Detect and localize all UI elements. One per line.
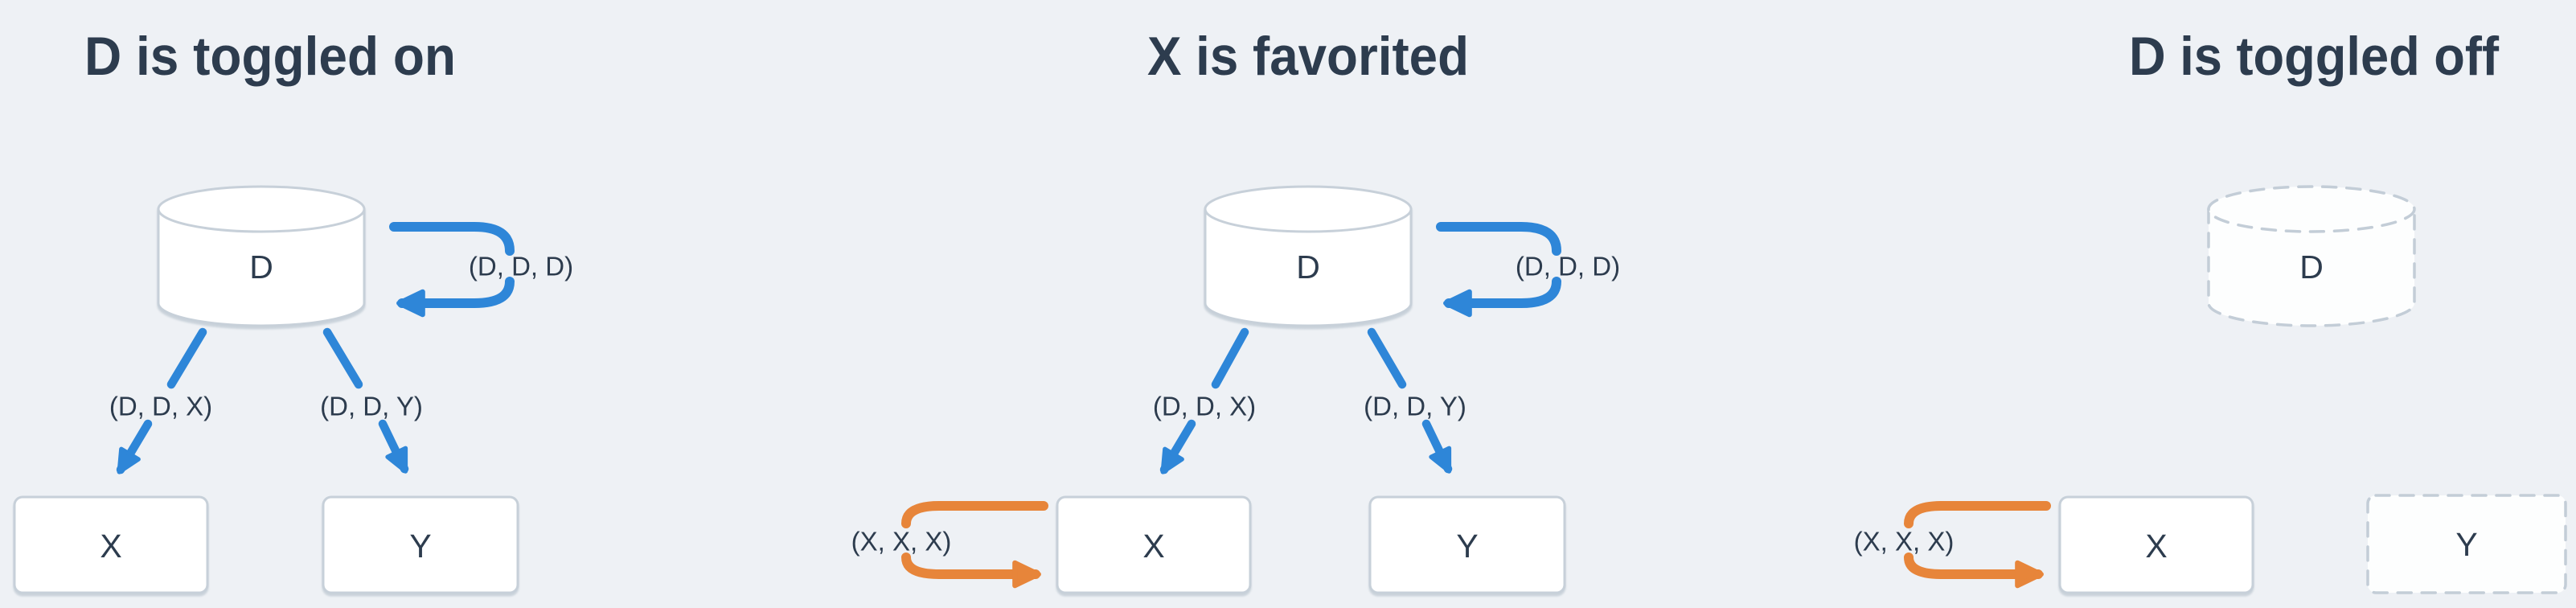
edge-d-to-x: (D, D, X) xyxy=(1153,327,1256,474)
node-box-y xyxy=(322,495,519,594)
edge-d-x-arrow xyxy=(1159,419,1196,474)
node-label-x: X xyxy=(100,528,121,565)
panel-d-toggled-off: D is toggled off D (X, X, X) X Y xyxy=(1854,26,2567,594)
node-label-y: Y xyxy=(2455,526,2477,563)
self-loop-x-bottom-arrow xyxy=(1904,553,2044,589)
edge-label-ddd: (D, D, D) xyxy=(1516,252,1620,281)
node-label-d: D xyxy=(249,249,273,286)
edge-d-y-arrow xyxy=(1421,419,1453,474)
panel-x-is-favorited: X is favorited D (D, D, D) (D, D, X) (D,… xyxy=(851,26,1620,594)
edge-d-to-y: (D, D, Y) xyxy=(320,327,423,474)
cylinder-top xyxy=(1204,185,1413,233)
panel-title: D is toggled on xyxy=(84,26,456,87)
self-loop-d-bottom-arrow xyxy=(1443,277,1561,318)
node-box-x xyxy=(2058,495,2254,594)
node-box-x xyxy=(1056,495,1252,594)
self-loop-x-top xyxy=(1904,501,2051,528)
panel-title: X is favorited xyxy=(1147,26,1469,87)
edge-label-ddx: (D, D, X) xyxy=(109,392,212,421)
edge-d-x-arrow xyxy=(116,419,153,474)
edge-label-ddy: (D, D, Y) xyxy=(1364,392,1466,421)
self-loop-d: (D, D, D) xyxy=(389,222,573,318)
cylinder-body xyxy=(157,209,366,327)
edge-d-y-upper xyxy=(1367,327,1407,389)
node-label-x: X xyxy=(1142,528,1164,565)
self-loop-d: (D, D, D) xyxy=(1436,222,1620,318)
edge-d-y-upper xyxy=(322,327,363,389)
node-label-y: Y xyxy=(409,528,431,565)
node-label-x: X xyxy=(2145,528,2167,565)
node-box-y xyxy=(1368,495,1566,594)
edge-d-to-y: (D, D, Y) xyxy=(1364,327,1466,474)
edge-d-y-arrow xyxy=(378,419,409,474)
node-box-x xyxy=(13,495,209,594)
cylinder-body xyxy=(1204,209,1413,327)
cylinder-top xyxy=(2207,185,2416,233)
database-cylinder-d-disabled xyxy=(2207,185,2416,327)
self-loop-x-top xyxy=(901,501,1048,528)
edge-label-ddd: (D, D, D) xyxy=(469,252,573,281)
node-label-y: Y xyxy=(1456,528,1478,565)
database-cylinder-d xyxy=(157,185,366,327)
self-loop-d-top xyxy=(389,222,515,256)
self-loop-x: (X, X, X) xyxy=(1854,501,2051,589)
edge-d-x-upper xyxy=(1211,327,1249,389)
self-loop-x-bottom-arrow xyxy=(901,553,1041,589)
self-loop-d-bottom-arrow xyxy=(396,277,515,318)
self-loop-d-top xyxy=(1436,222,1561,256)
panel-d-toggled-on: D is toggled on D (D, D, D) (D, D, X) (D… xyxy=(13,26,573,594)
edge-label-ddy: (D, D, Y) xyxy=(320,392,423,421)
edge-label-ddx: (D, D, X) xyxy=(1153,392,1256,421)
node-label-d: D xyxy=(2299,249,2324,286)
node-label-d: D xyxy=(1296,249,1320,286)
edge-d-to-x: (D, D, X) xyxy=(109,327,212,474)
cylinder-body xyxy=(2207,207,2416,327)
database-cylinder-d xyxy=(1204,185,1413,327)
edge-label-xxx: (X, X, X) xyxy=(1854,527,1955,557)
edge-d-x-upper xyxy=(166,327,207,389)
panel-title: D is toggled off xyxy=(2129,26,2499,87)
self-loop-x: (X, X, X) xyxy=(851,501,1048,589)
node-box-y-disabled xyxy=(2366,494,2567,594)
edge-label-xxx: (X, X, X) xyxy=(851,527,952,557)
cylinder-top xyxy=(157,185,366,233)
